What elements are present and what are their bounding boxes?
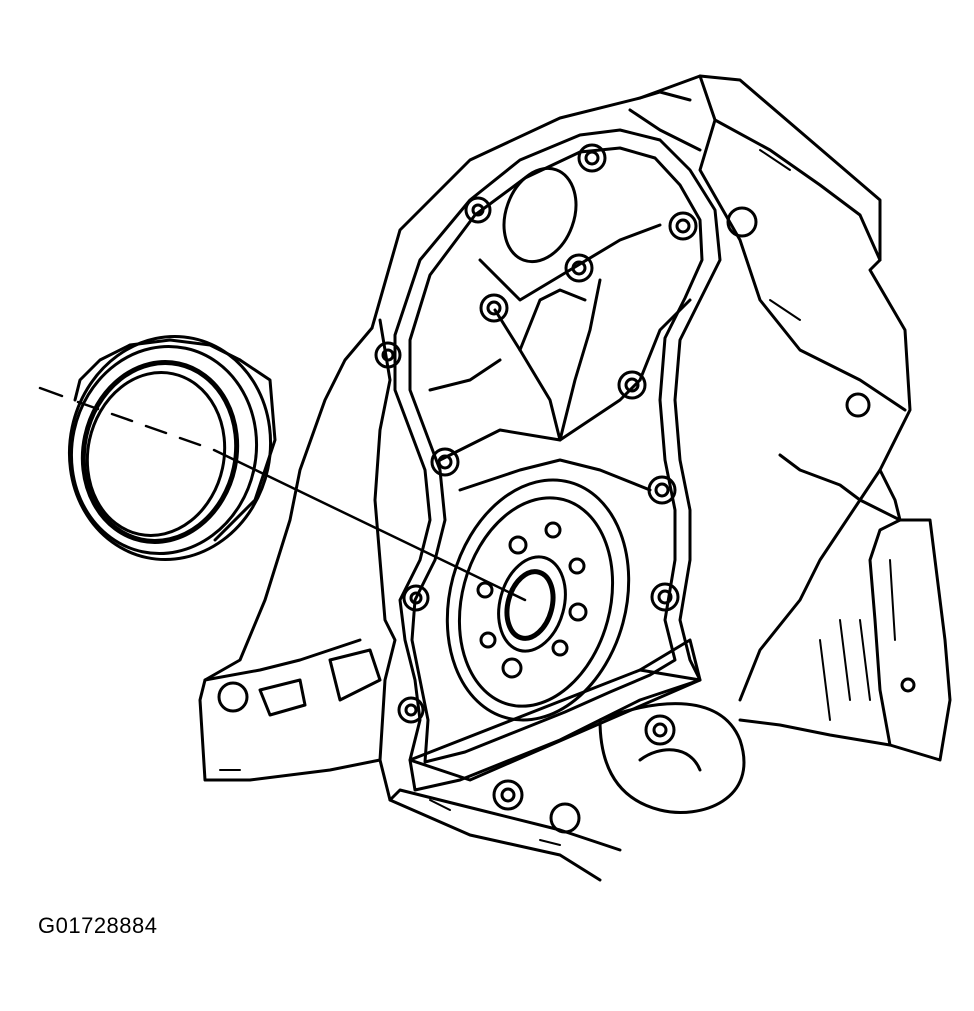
cover-bolts — [219, 145, 914, 722]
cover-opening — [492, 158, 589, 271]
block-shading — [220, 150, 895, 845]
crankshaft-flange — [421, 459, 654, 740]
rear-main-seal — [49, 318, 291, 579]
lower-bracket — [260, 640, 744, 832]
engine-block-outline — [200, 76, 950, 880]
figure-code: G01728884 — [38, 913, 158, 938]
installation-guide-line — [40, 388, 525, 600]
